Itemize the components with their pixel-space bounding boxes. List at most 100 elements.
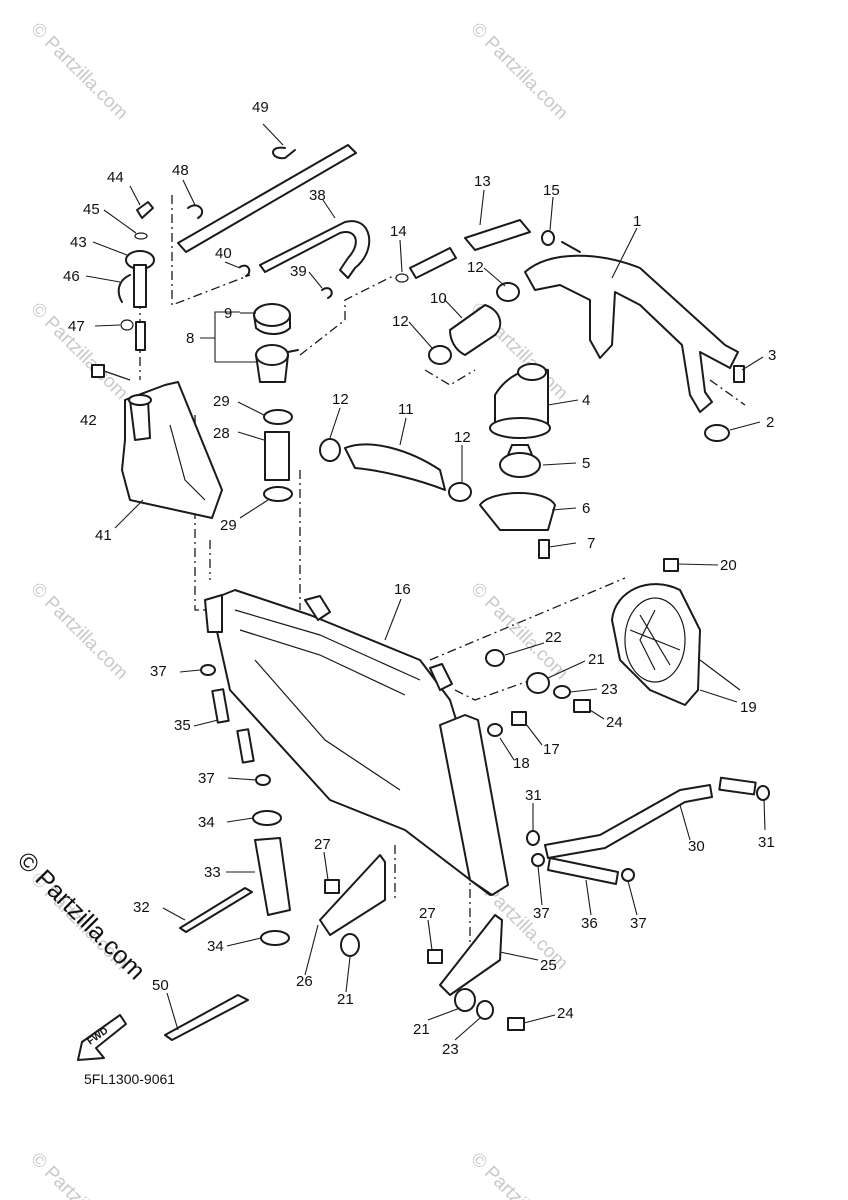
callout-5: 5 bbox=[582, 455, 590, 472]
clamp-12b bbox=[428, 345, 452, 365]
callout-48: 48 bbox=[172, 162, 189, 179]
clamp-12d bbox=[448, 482, 472, 502]
clamp-29a bbox=[263, 409, 293, 425]
breather-hose bbox=[177, 144, 357, 253]
callout-12b: 12 bbox=[392, 313, 409, 330]
callout-12d: 12 bbox=[454, 429, 471, 446]
bolt-3 bbox=[733, 365, 745, 383]
filler-neck-8 bbox=[255, 344, 289, 366]
callout-23b: 23 bbox=[442, 1041, 459, 1058]
pipe-47 bbox=[135, 321, 146, 351]
parts: FWD bbox=[77, 144, 770, 1061]
callout-22: 22 bbox=[545, 629, 562, 646]
hose-10 bbox=[449, 304, 502, 356]
cable-tie-50 bbox=[164, 994, 249, 1041]
radiator-cap-9 bbox=[253, 303, 291, 327]
hose-28 bbox=[264, 431, 290, 481]
hose-38 bbox=[259, 220, 371, 279]
hose-35 bbox=[211, 688, 230, 724]
grommet-21a bbox=[526, 672, 550, 694]
bolt-24b bbox=[507, 1017, 525, 1031]
callout-30: 30 bbox=[688, 838, 705, 855]
callout-19: 19 bbox=[740, 699, 757, 716]
bracket-25 bbox=[439, 914, 503, 996]
callout-24b: 24 bbox=[557, 1005, 574, 1022]
clamp-34a bbox=[252, 810, 282, 826]
callout-12c: 12 bbox=[332, 391, 349, 408]
clamp-12c bbox=[319, 438, 341, 462]
clamp-31b bbox=[756, 785, 770, 801]
cable-tie-32 bbox=[179, 887, 253, 933]
callout-1: 1 bbox=[633, 213, 641, 230]
diagram-code: 5FL1300-9061 bbox=[84, 1071, 175, 1087]
callout-36: 36 bbox=[581, 915, 598, 932]
clip-37b bbox=[255, 774, 271, 786]
callout-39: 39 bbox=[290, 263, 307, 280]
bolt-24a bbox=[573, 699, 591, 713]
watermark: © Partzilla.com bbox=[26, 1149, 131, 1200]
clamp-12a bbox=[496, 282, 520, 302]
callout-17: 17 bbox=[543, 741, 560, 758]
clamp-31a bbox=[526, 830, 540, 846]
thermostat-cover-6 bbox=[479, 492, 556, 531]
callout-3: 3 bbox=[768, 347, 776, 364]
callout-33: 33 bbox=[204, 864, 221, 881]
leader-lines bbox=[85, 123, 766, 1041]
callout-7: 7 bbox=[587, 535, 595, 552]
callout-6: 6 bbox=[582, 500, 590, 517]
callout-18: 18 bbox=[513, 755, 530, 772]
o-ring-2 bbox=[704, 424, 730, 442]
clamp-34b bbox=[260, 930, 290, 946]
clip-37c bbox=[531, 853, 545, 867]
watermark: © Partzilla.com bbox=[26, 19, 131, 124]
hose-30 bbox=[544, 784, 713, 859]
callout-37c: 37 bbox=[533, 905, 550, 922]
hose-11 bbox=[344, 443, 446, 491]
callout-labels: 49 48 44 45 43 46 47 42 38 40 39 9 8 13 … bbox=[63, 99, 776, 1058]
brand-text: © Partzilla.com bbox=[12, 846, 151, 985]
callout-37b: 37 bbox=[198, 770, 215, 787]
watermark: © Partzilla.com bbox=[26, 579, 131, 684]
clamp-29b bbox=[263, 486, 293, 502]
callout-29b: 29 bbox=[220, 517, 237, 534]
callout-42: 42 bbox=[80, 412, 97, 429]
watermark: © Partzilla.com bbox=[466, 1149, 571, 1200]
callout-21a: 21 bbox=[588, 651, 605, 668]
callout-32: 32 bbox=[133, 899, 150, 916]
callout-13: 13 bbox=[474, 173, 491, 190]
callout-21c: 21 bbox=[413, 1021, 430, 1038]
callout-15: 15 bbox=[543, 182, 560, 199]
clip-47 bbox=[120, 319, 134, 331]
callout-16: 16 bbox=[394, 581, 411, 598]
fwd-arrow: FWD bbox=[77, 1014, 127, 1061]
callout-9: 9 bbox=[224, 305, 232, 322]
callout-43: 43 bbox=[70, 234, 87, 251]
clip-39 bbox=[321, 287, 333, 299]
callout-2: 2 bbox=[766, 414, 774, 431]
callout-25: 25 bbox=[540, 957, 557, 974]
clip-37a bbox=[200, 664, 216, 676]
bolt-27a bbox=[324, 879, 340, 894]
hose-46 bbox=[117, 274, 131, 303]
bracket-26 bbox=[319, 854, 386, 936]
clip-45 bbox=[134, 232, 148, 240]
hose-13 bbox=[464, 219, 531, 251]
callout-20: 20 bbox=[720, 557, 737, 574]
radiator-side-tank bbox=[439, 714, 509, 896]
callout-14: 14 bbox=[390, 223, 407, 240]
hose-36 bbox=[547, 857, 619, 885]
washer-23b bbox=[476, 1000, 494, 1020]
callout-31a: 31 bbox=[525, 787, 542, 804]
callout-49: 49 bbox=[252, 99, 269, 116]
bolt-27b bbox=[427, 949, 443, 964]
callout-38: 38 bbox=[309, 187, 326, 204]
cooling-fan-19 bbox=[611, 583, 701, 706]
washer-23a bbox=[553, 685, 571, 699]
callout-50: 50 bbox=[152, 977, 169, 994]
callout-44: 44 bbox=[107, 169, 124, 186]
hose-30b bbox=[718, 776, 757, 796]
callout-26: 26 bbox=[296, 973, 313, 990]
clip-37d bbox=[621, 868, 635, 882]
callout-45: 45 bbox=[83, 201, 100, 218]
